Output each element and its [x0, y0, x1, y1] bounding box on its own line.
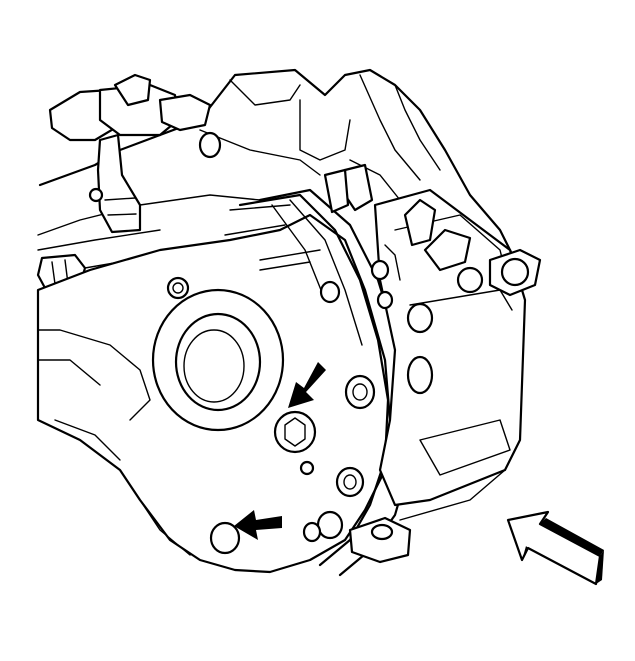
flange-bolt: [319, 280, 341, 304]
lower-bolt-pointer-arrow: [234, 510, 282, 540]
bore-inner-ring: [174, 312, 262, 412]
view-direction-arrow: [506, 510, 604, 586]
mount-bracket: [323, 163, 542, 507]
flange-bolt: [316, 510, 344, 540]
fill-plug: [273, 410, 317, 454]
flange-bolt: [344, 374, 376, 410]
bell-housing: [36, 213, 392, 574]
lower-boss: [209, 521, 241, 555]
bolt-pointer-arrow: [288, 362, 326, 408]
speed-sensor-connector: [48, 73, 222, 234]
housing-flange: [209, 188, 412, 577]
flange-bolt: [335, 466, 365, 498]
lower-mount-foot: [348, 469, 506, 564]
